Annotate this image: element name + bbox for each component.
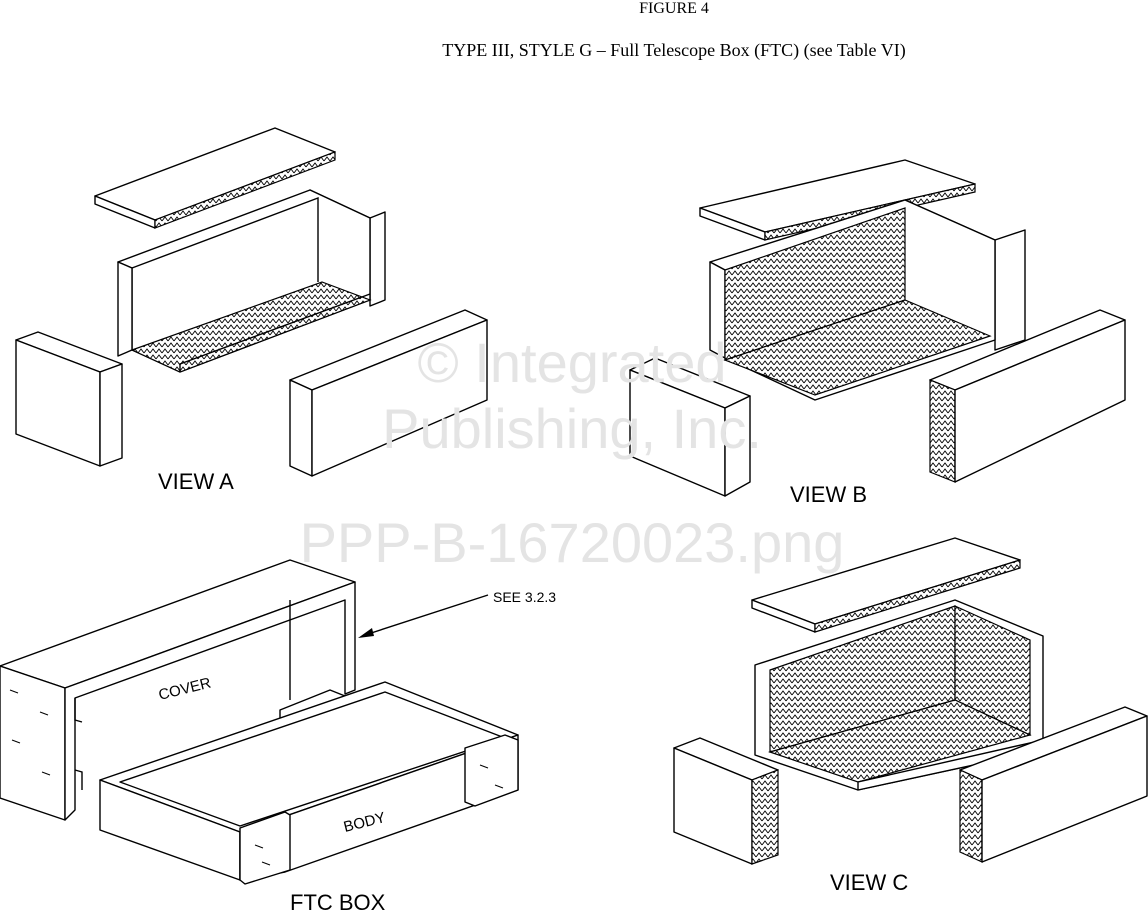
view-a: VIEW A xyxy=(15,127,488,494)
view-a-lid xyxy=(94,127,336,229)
view-c-tray xyxy=(754,599,1044,791)
view-a-tray xyxy=(117,189,386,373)
view-c-label: VIEW C xyxy=(830,870,908,895)
watermark: © Integrated Publishing, Inc. PPP-B-1672… xyxy=(300,331,845,574)
ftc-box-label: FTC BOX xyxy=(290,890,386,912)
view-a-right-side xyxy=(289,309,488,477)
view-a-left-end xyxy=(15,331,123,467)
see-callout: SEE 3.2.3 xyxy=(358,589,556,638)
view-b-left-end xyxy=(629,357,751,497)
view-a-label: VIEW A xyxy=(158,469,234,494)
watermark-line-2: Publishing, Inc. xyxy=(382,397,762,460)
figure-caption: TYPE III, STYLE G – Full Telescope Box (… xyxy=(442,40,906,60)
view-c: VIEW C xyxy=(673,537,1148,895)
view-b-right-side xyxy=(929,309,1126,483)
view-b-tray xyxy=(709,199,1026,401)
see-reference: SEE 3.2.3 xyxy=(493,589,556,605)
view-c-lid xyxy=(751,537,1021,633)
figure-number: FIGURE 4 xyxy=(639,0,709,17)
watermark-line-3: PPP-B-16720023.png xyxy=(300,511,845,574)
view-c-right-side xyxy=(959,706,1148,863)
view-b: VIEW B xyxy=(629,159,1126,507)
watermark-line-1: © Integrated xyxy=(417,331,726,394)
view-b-label: VIEW B xyxy=(790,482,867,507)
view-c-left-end xyxy=(673,737,779,865)
cover-label: COVER xyxy=(157,674,213,703)
arrow-head-icon xyxy=(358,628,374,638)
ftc-box: COVER BODY SEE 3.2.3 FTC BOX xyxy=(0,559,556,912)
ftc-body: BODY xyxy=(99,681,519,885)
